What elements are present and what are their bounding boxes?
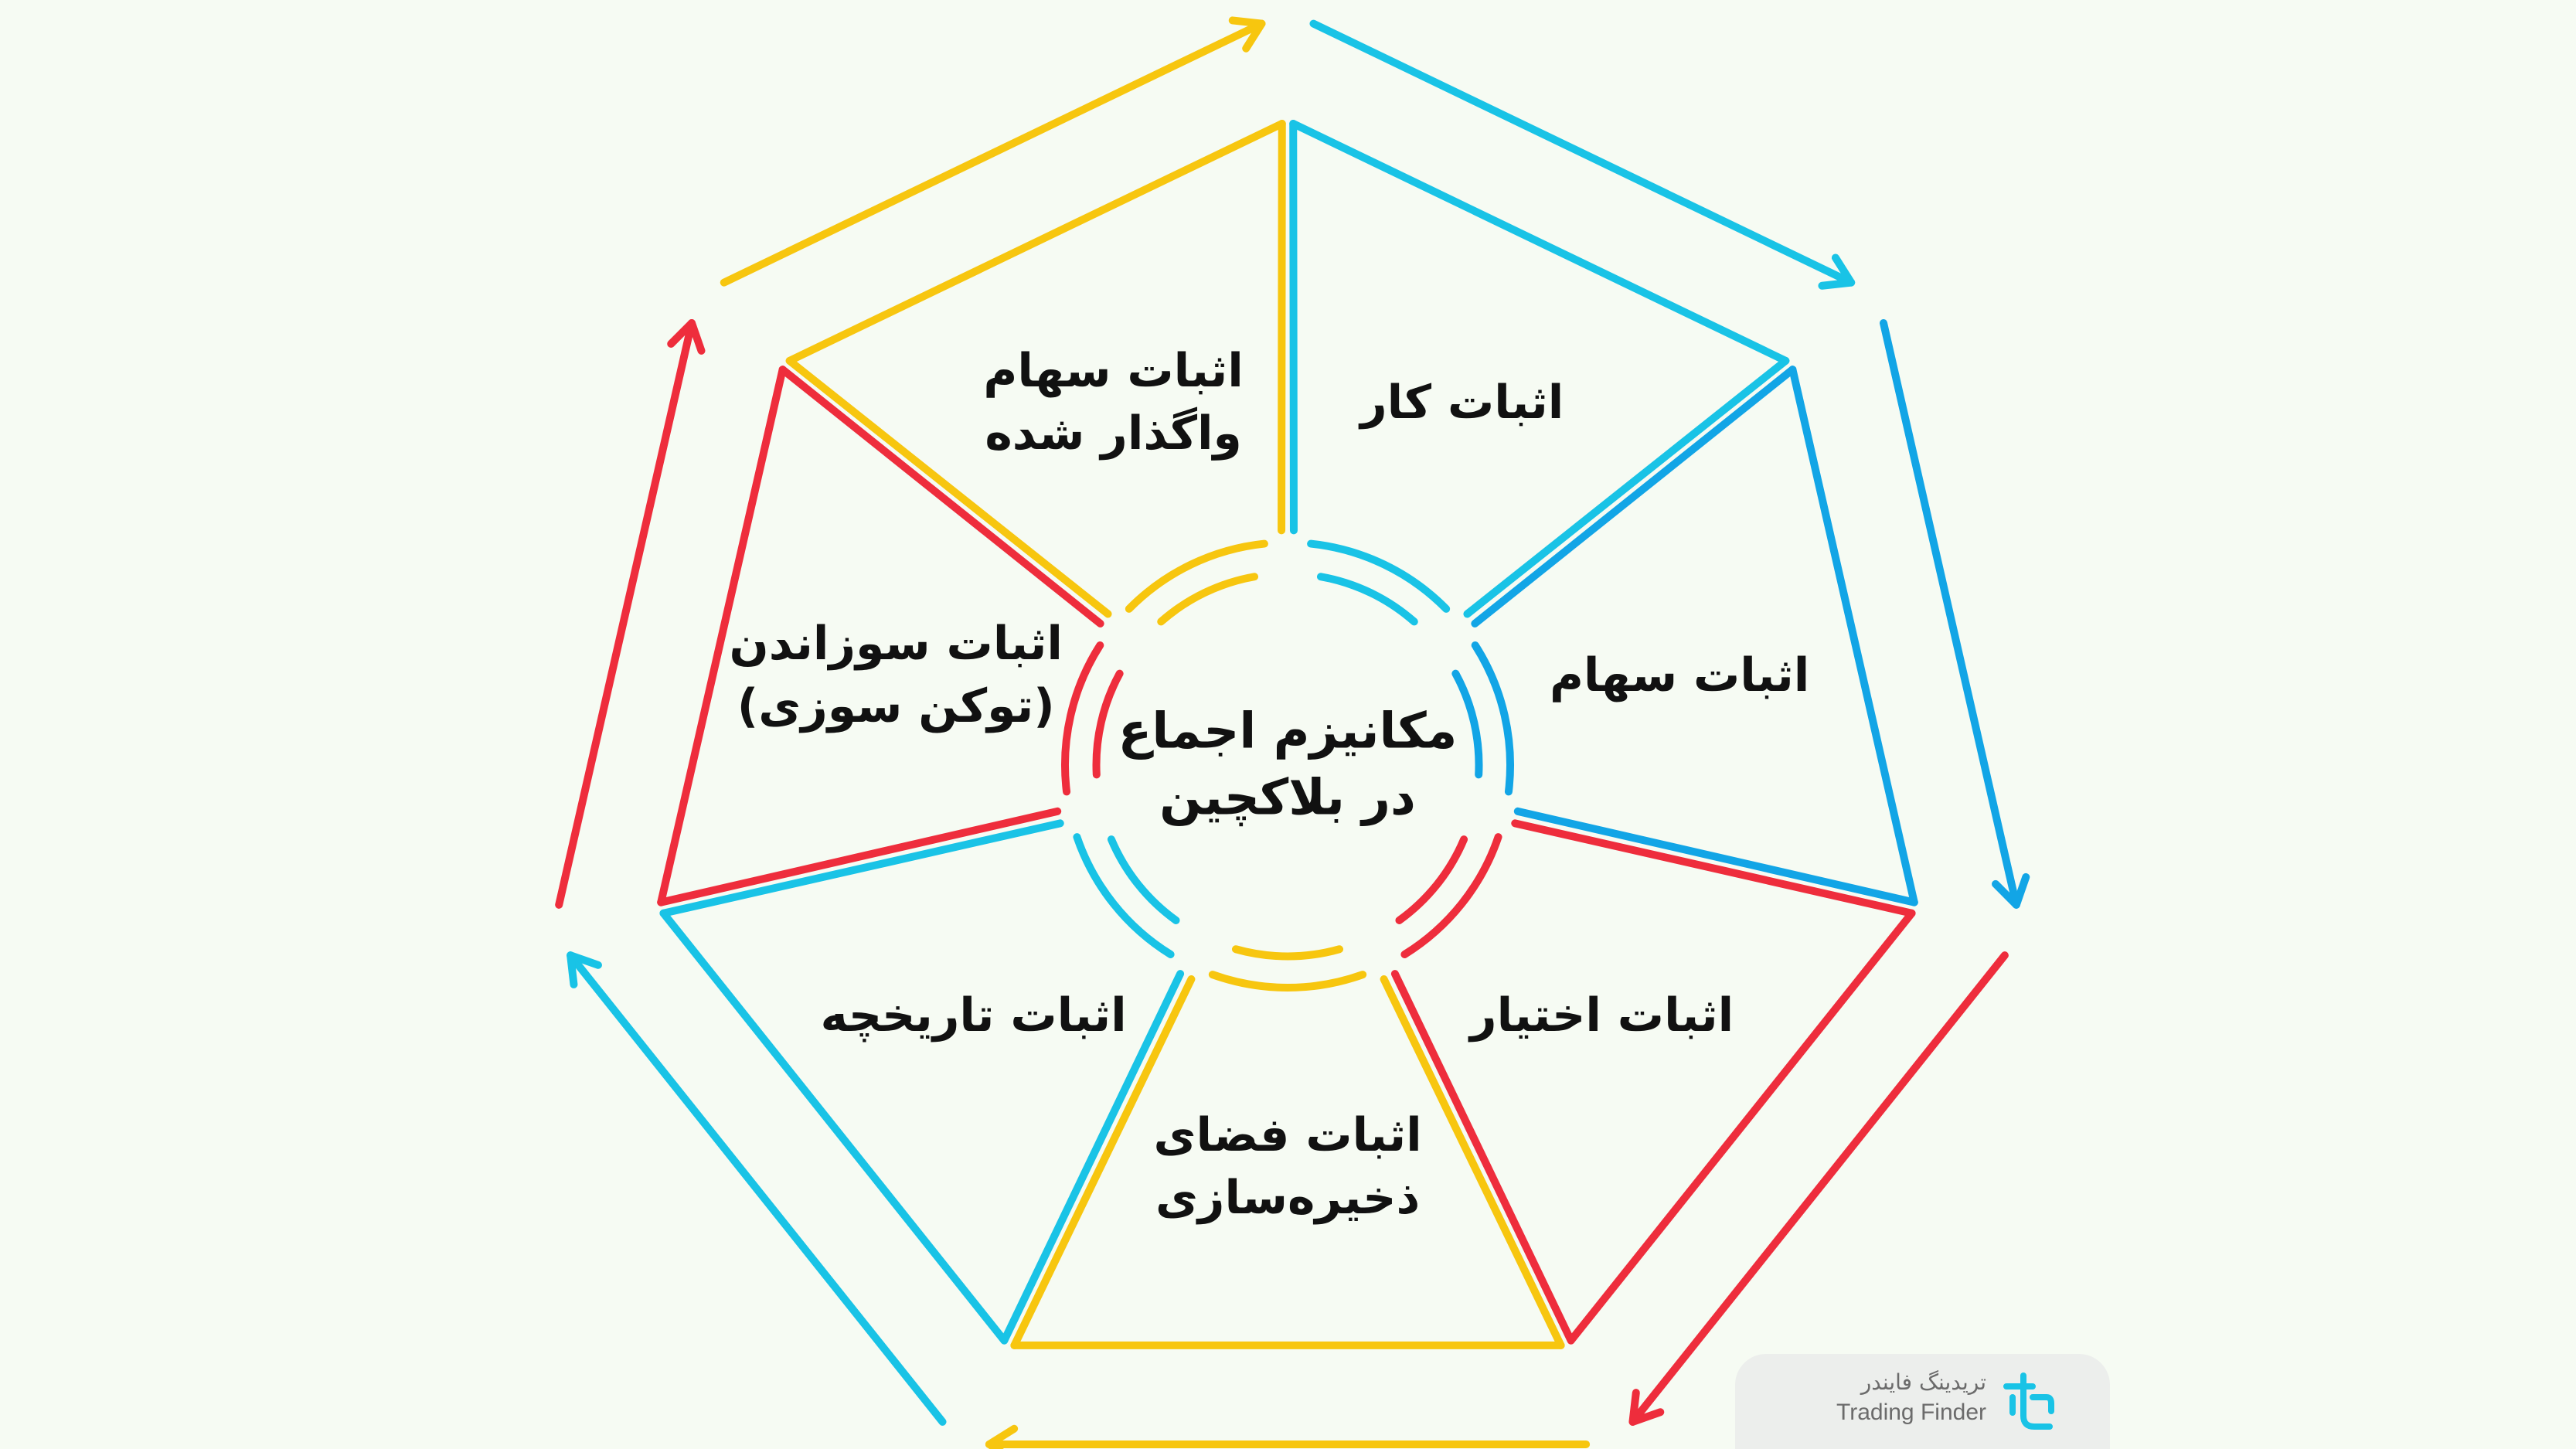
segment-label-line: اثبات اختیار <box>1470 988 1734 1043</box>
segment-inner-arc <box>1400 833 1502 958</box>
segment-label-line: اثبات سوزاندن <box>729 617 1063 672</box>
flow-arrow <box>1879 319 2020 909</box>
arrow-head <box>1818 253 1856 290</box>
segment-inner-arc <box>1395 835 1468 924</box>
segment-label-line: واگذار شده <box>985 406 1242 461</box>
segment-inner-arc <box>1073 833 1175 958</box>
arrow-head <box>667 319 706 355</box>
segment-edge <box>1463 356 1790 618</box>
flow-arrow <box>720 19 1266 287</box>
segment-edge <box>1788 366 1918 906</box>
segment-label: اثبات سوزاندن (توکن سوزی) <box>730 613 1063 738</box>
segment-inner-arc <box>1061 641 1104 796</box>
flow-arrow <box>555 319 696 909</box>
flow-arrow <box>567 951 947 1426</box>
arrow-head <box>985 1424 1019 1449</box>
segment-edge <box>659 909 1009 1345</box>
segment-inner-arc <box>1451 669 1483 779</box>
segment-edge <box>1000 970 1185 1345</box>
segment-edge <box>1289 120 1298 535</box>
segment-inner-arc <box>1471 641 1514 796</box>
flow-arrow <box>1309 19 1856 287</box>
segment-label: اثبات فضای ذخیره‌سازی <box>1154 1104 1422 1230</box>
segment-edge <box>778 366 1104 628</box>
segment-edge <box>659 819 1064 917</box>
segment-edge <box>785 120 1286 365</box>
segment-edge <box>1471 366 1797 628</box>
segment-label-line: اثبات فضای <box>1153 1108 1422 1162</box>
segment-edge <box>1278 120 1286 535</box>
arrow-head <box>567 951 602 988</box>
segment-label: اثبات سهام <box>1550 645 1809 707</box>
segment-inner-arc <box>1316 573 1418 626</box>
segment-inner-arc <box>1125 539 1268 613</box>
segment-inner-arc <box>1092 669 1124 779</box>
center-title: مکانیزم اجماع در بلاکچین <box>1118 702 1458 827</box>
segment-label: اثبات اختیار <box>1470 985 1734 1047</box>
segment-edge <box>1289 120 1790 365</box>
segment-edge <box>785 356 1112 618</box>
segment-label-line: (توکن سوزی) <box>737 679 1055 734</box>
segment-edge <box>1010 975 1196 1349</box>
flow-arrow <box>1628 951 2009 1426</box>
center-circle <box>1113 590 1462 940</box>
arrow-head <box>1992 872 2030 909</box>
brand-name-fa: تریدینگ فایندر <box>1860 1369 1986 1395</box>
segment-inner-arc <box>1157 573 1259 626</box>
segment-inner-arc <box>1107 835 1180 924</box>
segment-inner-arc <box>1208 971 1367 992</box>
segment-edge <box>1511 819 1916 917</box>
segment-edge <box>1513 807 1918 906</box>
arrow-head <box>1228 16 1266 53</box>
segment-edge <box>657 807 1062 906</box>
brand-name-en: Trading Finder <box>1836 1400 1986 1425</box>
segment-edge <box>1390 970 1575 1345</box>
segment-label-line: اثبات سهام <box>983 344 1244 399</box>
segment-inner-arc <box>1231 945 1344 961</box>
segment-label-line: اثبات کار <box>1360 375 1564 430</box>
segment-label-line: اثبات تاریخچه <box>820 988 1127 1043</box>
segment-label: اثبات سهام واگذار شده <box>983 340 1243 465</box>
segment-edge <box>1567 909 1916 1345</box>
segment-edge <box>1380 975 1565 1349</box>
brand-badge: تریدینگ فایندر Trading Finder <box>1735 1354 2110 1449</box>
segment-label-line: اثبات سهام <box>1549 648 1810 702</box>
segment-inner-arc <box>1307 539 1451 613</box>
segment-label-line: ذخیره‌سازی <box>1155 1171 1421 1225</box>
segment-edge <box>657 366 787 906</box>
arrow-head <box>1628 1389 1665 1426</box>
segment-label: اثبات تاریخچه <box>820 985 1126 1047</box>
segment-label: اثبات کار <box>1360 372 1564 434</box>
trading-finder-logo-icon <box>2003 1372 2054 1430</box>
